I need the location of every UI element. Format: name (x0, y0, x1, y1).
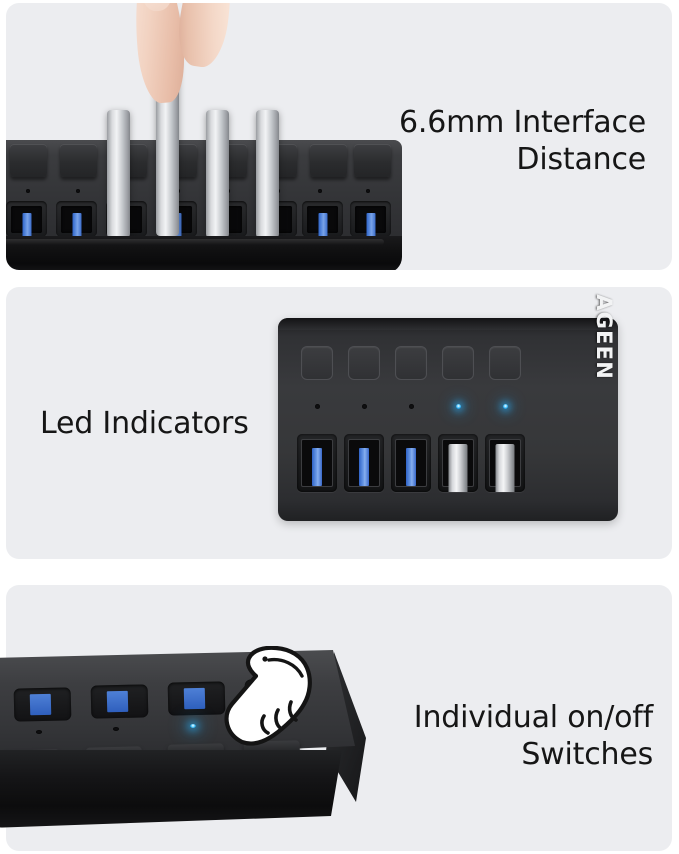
led-indicator-off (315, 404, 320, 409)
usb-flash-drive[interactable] (256, 110, 279, 238)
usb-port-slot (355, 206, 386, 237)
usb-flash-drive[interactable] (448, 444, 468, 492)
hub-switch[interactable] (395, 346, 427, 380)
feature-caption-interface-distance: 6.6mm Interface Distance (398, 105, 646, 177)
led-indicator (366, 189, 370, 193)
led-indicator (318, 189, 322, 193)
hub-switch[interactable] (60, 144, 97, 177)
usb-port-slot (489, 439, 521, 492)
usb-port[interactable] (13, 687, 72, 722)
usb-port-slot (395, 439, 427, 487)
usb-port-slot (11, 206, 42, 237)
brand-logo: AGEEN (592, 294, 616, 380)
usb-port-slot (442, 439, 474, 492)
hub-switch[interactable] (310, 144, 347, 177)
usb3-blue-insert (312, 448, 322, 486)
usb-flash-drive[interactable] (107, 110, 130, 238)
usb-port-occupied[interactable] (438, 434, 478, 492)
usb-port-slot (307, 206, 338, 237)
hub-switch[interactable] (442, 346, 474, 380)
usb3-blue-insert (29, 693, 52, 716)
led-indicator-off (362, 404, 367, 409)
usb-hub-front-view (6, 14, 402, 270)
pointing-hand-icon (224, 646, 312, 746)
usb-port[interactable] (344, 434, 384, 492)
led-indicator-off (113, 727, 119, 731)
led-indicator (26, 189, 30, 193)
led-indicator (76, 189, 80, 193)
usb-port-slot (348, 439, 380, 487)
usb-port-slot (301, 439, 333, 487)
hub-switch[interactable] (10, 144, 47, 177)
feature-caption-led-indicators: Led Indicators (40, 406, 249, 441)
usb-hub-straight-view: AGEEN (278, 294, 618, 521)
hub-switch[interactable] (348, 346, 380, 380)
usb3-blue-insert (366, 213, 375, 237)
led-indicator-on (190, 724, 196, 728)
led-indicator-on (503, 404, 508, 409)
usb-port[interactable] (297, 434, 337, 492)
usb-port[interactable] (90, 684, 149, 719)
usb3-blue-insert (406, 448, 416, 486)
usb-port[interactable] (391, 434, 431, 492)
usb-flash-drive[interactable] (206, 110, 229, 238)
hub-front-face (0, 750, 342, 828)
usb-port[interactable] (6, 201, 47, 237)
usb3-blue-insert (318, 213, 327, 237)
hub-switch[interactable] (301, 346, 333, 380)
hub-switch[interactable] (489, 346, 521, 380)
usb-port-slot (61, 206, 92, 237)
hub-switch[interactable] (354, 144, 391, 177)
usb3-blue-insert (106, 690, 129, 713)
usb-flash-drive[interactable] (495, 444, 515, 492)
feature-caption-individual-switches: Individual on/off Switches (413, 700, 653, 772)
usb-port[interactable] (56, 201, 97, 237)
usb3-blue-insert (72, 213, 81, 237)
usb3-blue-insert (359, 448, 369, 486)
feature-panel-interface-distance: 6.6mm Interface Distance (6, 3, 672, 270)
usb-port-occupied[interactable] (485, 434, 525, 492)
usb3-blue-insert (22, 213, 31, 237)
usb-port[interactable] (350, 201, 391, 237)
hub-base (6, 236, 402, 270)
led-indicator-off (409, 404, 414, 409)
hand-fingers (129, 3, 254, 149)
usb-port[interactable] (302, 201, 343, 237)
led-indicator-off (36, 730, 42, 734)
fingernail (139, 3, 174, 13)
led-indicator-on (456, 404, 461, 409)
usb3-blue-insert (183, 687, 206, 710)
